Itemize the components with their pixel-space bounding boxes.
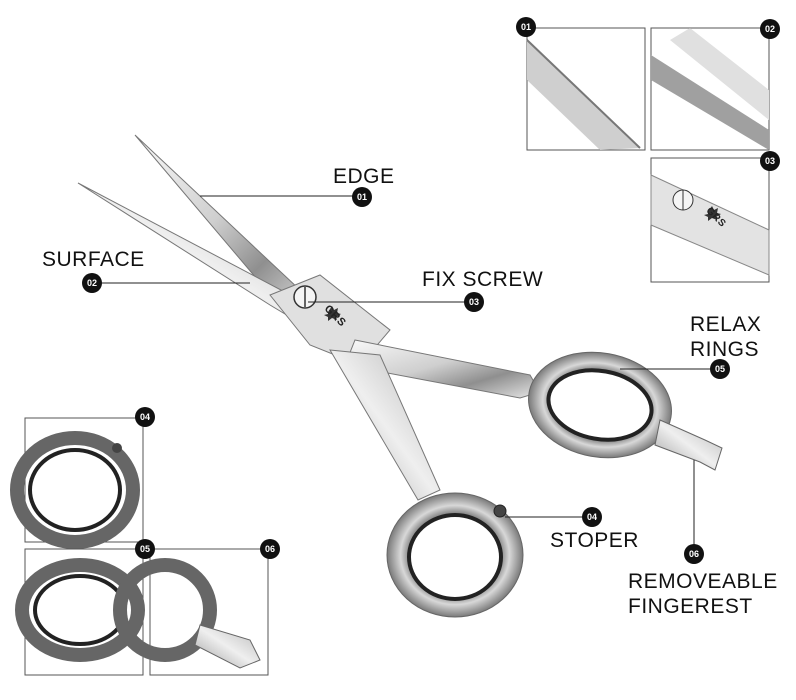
panel-badge-02: 02 (760, 19, 780, 39)
panel-badge-05: 05 (135, 539, 155, 559)
label-relax-rings-line1: RELAX (690, 313, 762, 336)
label-stoper: STOPER (550, 529, 639, 552)
detail-panel-02-art (650, 27, 770, 151)
panel-badge-06: 06 (260, 539, 280, 559)
maple-leaf-icon (324, 306, 341, 321)
label-relax-rings: RELAX RINGS (690, 312, 761, 362)
lower-shank (329, 349, 441, 501)
badge-01: 01 (352, 187, 372, 207)
panel-badge-03: 03 (760, 151, 780, 171)
detail-panel-04-art (10, 417, 144, 549)
badge-06: 06 (684, 544, 704, 564)
detail-panel-06-art (113, 548, 269, 676)
leader-lines (95, 195, 712, 545)
detail-panel-03-art (650, 157, 770, 283)
detail-panel-01-art (526, 27, 646, 151)
label-fingerest-line1: REMOVEABLE (628, 570, 778, 593)
label-edge: EDGE (333, 165, 395, 188)
badge-03: 03 (464, 292, 484, 312)
label-surface: SURFACE (42, 248, 145, 271)
label-removeable-fingerest: REMOVEABLE FINGEREST (628, 569, 778, 619)
badge-04: 04 (582, 507, 602, 527)
label-fix-screw: FIX SCREW (422, 268, 544, 291)
label-fingerest-line2: FINGEREST (628, 595, 753, 619)
panel-badge-01: 01 (516, 17, 536, 37)
badge-05: 05 (710, 359, 730, 379)
panel-badge-04: 04 (135, 407, 155, 427)
stoper-nub (493, 504, 507, 518)
removable-fingerest (654, 419, 723, 471)
label-relax-rings-line2: RINGS (690, 338, 760, 362)
badge-02: 02 (82, 273, 102, 293)
